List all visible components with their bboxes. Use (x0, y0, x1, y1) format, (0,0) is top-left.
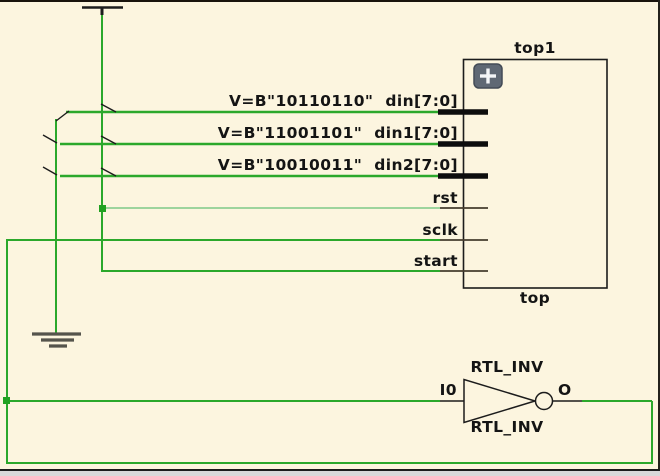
pin-name-din1: din1[7:0] (374, 124, 458, 142)
bus-ripper-din-vcc[interactable] (100, 103, 117, 113)
pin-label-din1: V=B"11001101" din1[7:0] (218, 125, 458, 141)
scalar-pin-stubs (440, 207, 488, 272)
bus-ripper-din1-left[interactable] (42, 134, 58, 144)
frame-bottom-strip (0, 471, 660, 476)
green-wires (6, 11, 653, 464)
pin-label-rst: rst (432, 189, 458, 207)
bus-ripper-din1-vcc[interactable] (100, 135, 117, 145)
frame-bottom-border (0, 469, 660, 471)
black-symbols (42, 6, 582, 424)
bus-pin-stubs (438, 109, 488, 179)
pin-name-din2: din2[7:0] (374, 156, 458, 174)
frame-right-border (658, 0, 660, 470)
inverter-type-label: RTL_INV (470, 358, 544, 376)
pin-label-din: V=B"10110110" din[7:0] (229, 93, 458, 109)
wire-junctions (3, 205, 106, 404)
pin-label-start: start (413, 252, 458, 270)
pin-value-din1: V=B"11001101" (217, 124, 363, 142)
inverter-output-pin-label: O (558, 381, 572, 399)
inverter-bubble[interactable] (534, 391, 554, 411)
frame-top-border (0, 0, 660, 2)
inverter-instance-label: RTL_INV (470, 418, 544, 436)
pin-name-din: din[7:0] (385, 92, 458, 110)
bus-ripper-din2-left[interactable] (42, 166, 58, 176)
ground-icon[interactable] (32, 332, 81, 348)
bus-ripper-din-left[interactable] (55, 110, 70, 122)
inverter-input-pin-label: I0 (439, 381, 457, 399)
block-module-label: top (519, 289, 551, 307)
pin-label-din2: V=B"10010011" din2[7:0] (218, 157, 458, 173)
pin-label-sclk: sclk (422, 221, 458, 239)
junction-inv-input-tap[interactable] (3, 397, 10, 404)
block-instance-label: top1 (514, 39, 556, 57)
junction-rst-tap[interactable] (99, 205, 106, 212)
bus-ripper-din2-vcc[interactable] (100, 167, 117, 177)
expand-block-button[interactable] (473, 63, 503, 89)
plus-icon (480, 68, 496, 84)
inverter-triangle[interactable] (463, 378, 538, 424)
pin-value-din2: V=B"10010011" (217, 156, 363, 174)
pin-value-din: V=B"10110110" (228, 92, 374, 110)
